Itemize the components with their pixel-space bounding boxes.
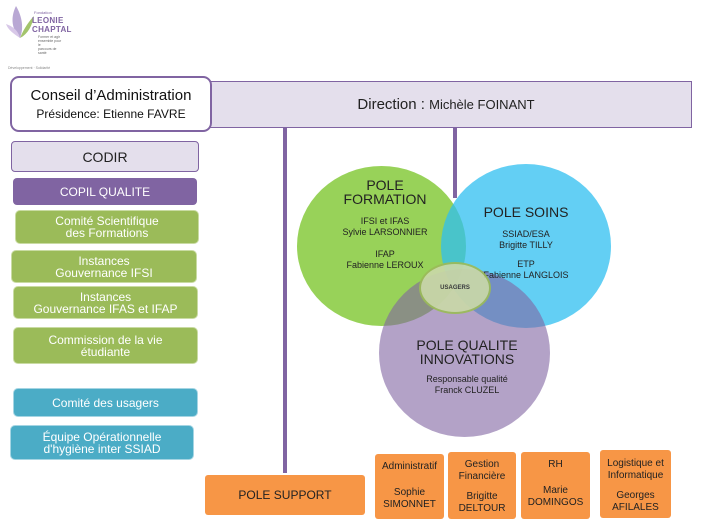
commission-box: Commission de la vie étudiante — [13, 327, 198, 364]
support-title-line: Administratif — [381, 461, 437, 472]
comite-usagers-label: Comité des usagers — [52, 395, 159, 410]
logo-tagline-line: Former et agir — [38, 35, 60, 39]
codir-label: CODIR — [82, 148, 128, 165]
logo-tagline-line: ensemble pour le — [38, 39, 62, 47]
instances-ifas-line: Instances — [79, 289, 132, 304]
support-person-line: Sophie — [393, 487, 426, 498]
pole-formation-sub2: IFAP Fabienne LEROUX — [320, 249, 450, 271]
pole-formation-title-line: POLE — [366, 177, 404, 193]
support-person-line: Georges — [616, 490, 655, 501]
logo-leaf-icon — [6, 6, 34, 38]
pole-qualite-title-line: POLE QUALITE — [416, 337, 518, 353]
pole-soins-sub2-line: Fabienne LANGLOIS — [483, 270, 569, 280]
copil-label: COPIL QUALITE — [59, 184, 151, 199]
copil-box: COPIL QUALITE — [13, 178, 197, 205]
pole-formation-sub2-line: Fabienne LEROUX — [346, 260, 424, 270]
support-person-line: DOMINGOS — [527, 497, 584, 508]
pole-qualite-title-line: INNOVATIONS — [419, 351, 515, 367]
logo-tagline-line: parcours de santé — [38, 47, 57, 55]
equipe-hygiene-line: d'hygiène inter SSIAD — [43, 441, 161, 456]
comite-scientifique-line: des Formations — [65, 226, 149, 240]
support-box-rh: RH Marie DOMINGOS — [521, 452, 590, 519]
support-title-line: Informatique — [607, 470, 664, 481]
comite-scientifique-box: Comité Scientifique des Formations — [15, 210, 199, 244]
commission-line: Commission de la vie — [48, 332, 163, 347]
pole-soins-title: POLE SOINS — [483, 204, 569, 220]
support-title-line: Logistique et — [607, 458, 664, 469]
instances-ifas-box: Instances Gouvernance IFAS et IFAP — [13, 286, 198, 319]
codir-box: CODIR — [11, 141, 199, 172]
direction-bar: Direction : Michèle FOINANT — [200, 81, 692, 128]
logo-footer: Développement · Solidarité — [8, 66, 51, 70]
logo-line-2: CHAPTAL — [32, 25, 72, 34]
instances-ifsi-box: Instances Gouvernance IFSI — [11, 250, 197, 283]
support-title-line: RH — [548, 459, 563, 470]
direction-name: Michèle FOINANT — [429, 97, 535, 112]
usagers-oval: USAGERS — [419, 262, 491, 314]
instances-ifsi-line: Gouvernance IFSI — [55, 265, 153, 280]
comite-usagers-box: Comité des usagers — [13, 388, 198, 417]
pole-formation-title: POLE FORMATION — [325, 178, 445, 206]
pole-formation-sub1: IFSI et IFAS Sylvie LARSONNIER — [320, 216, 450, 238]
pole-qualite-sub-line: Franck CLUZEL — [434, 385, 500, 395]
support-person-line: Brigitte — [466, 491, 498, 502]
pole-support-box: POLE SUPPORT — [205, 475, 365, 515]
logo-line-1: LEONIE — [32, 16, 64, 25]
usagers-label: USAGERS — [440, 285, 470, 291]
equipe-hygiene-line: Équipe Opérationnelle — [42, 429, 162, 444]
support-title-line: Financière — [458, 471, 506, 482]
pole-qualite-sub-line: Responsable qualité — [426, 374, 508, 384]
conseil-box: Conseil d’Administration Présidence: Eti… — [10, 76, 212, 132]
pole-formation-sub2-line: IFAP — [375, 249, 395, 259]
pole-soins-sub2-line: ETP — [517, 259, 535, 269]
direction-label: Direction : — [357, 96, 430, 113]
instances-ifas-line: Gouvernance IFAS et IFAP — [33, 301, 178, 316]
pole-formation-sub1-line: Sylvie LARSONNIER — [342, 227, 428, 237]
pole-soins-sub1-line: Brigitte TILLY — [499, 240, 553, 250]
support-box-gestion: Gestion Financière Brigitte DELTOUR — [448, 452, 516, 519]
support-person-line: AFILALES — [612, 502, 659, 513]
conseil-subtitle: Présidence: Etienne FAVRE — [36, 107, 186, 121]
logo-small-text: Fondation — [34, 10, 52, 15]
pole-support-label: POLE SUPPORT — [238, 488, 332, 502]
pole-formation-title-line: FORMATION — [343, 191, 427, 207]
support-box-administratif: Administratif Sophie SIMONNET — [375, 454, 444, 519]
pole-qualite-sub: Responsable qualité Franck CLUZEL — [397, 374, 537, 396]
pole-soins-sub2: ETP Fabienne LANGLOIS — [466, 259, 586, 281]
support-person-line: SIMONNET — [383, 499, 436, 510]
pole-soins-sub1: SSIAD/ESA Brigitte TILLY — [466, 229, 586, 251]
support-box-logistique: Logistique et Informatique Georges AFILA… — [600, 450, 671, 518]
pole-qualite-title: POLE QUALITE INNOVATIONS — [397, 338, 537, 366]
pole-soins-sub1-line: SSIAD/ESA — [502, 229, 550, 239]
commission-line: étudiante — [80, 344, 131, 359]
support-title-line: Gestion — [464, 459, 500, 470]
comite-scientifique-line: Comité Scientifique — [55, 214, 159, 228]
conseil-title: Conseil d’Administration — [30, 87, 192, 104]
connector-line-poles — [453, 128, 457, 198]
connector-line-support — [283, 128, 287, 473]
equipe-hygiene-box: Équipe Opérationnelle d'hygiène inter SS… — [10, 425, 194, 460]
logo-tagline: Former et agir ensemble pour le parcours… — [38, 35, 64, 55]
instances-ifsi-line: Instances — [78, 253, 130, 268]
support-person-line: Marie — [542, 485, 568, 496]
pole-formation-sub1-line: IFSI et IFAS — [360, 216, 410, 226]
logo: Fondation LEONIE CHAPTAL Former et agir … — [6, 4, 71, 72]
support-person-line: DELTOUR — [458, 503, 506, 514]
